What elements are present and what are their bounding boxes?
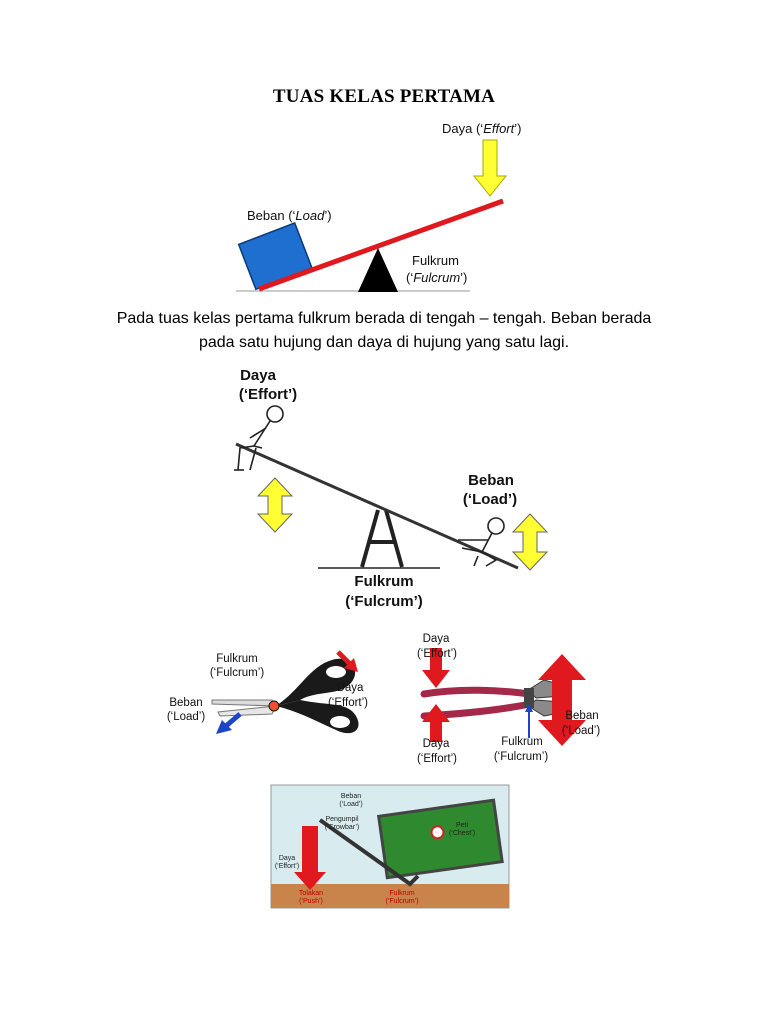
chest-keyhole bbox=[430, 825, 445, 840]
crowbar-effort-label-2: (‘Effort’) bbox=[274, 863, 300, 870]
seesaw-effort-label-1: Daya bbox=[240, 367, 276, 384]
double-arrow-right bbox=[511, 513, 549, 571]
pliers-load-label-2: (‘Load’) bbox=[561, 725, 601, 737]
crowbar-graphic bbox=[270, 784, 510, 909]
scissors-load-label-2: (‘Load’) bbox=[166, 711, 206, 723]
description-line-2: pada satu hujung dan daya di hujung yang… bbox=[198, 334, 570, 351]
person-load bbox=[458, 517, 505, 567]
scissors-effort-label-1: Daya bbox=[336, 682, 364, 694]
crowbar-chest-label-2: (‘Chest’) bbox=[448, 830, 476, 837]
description-line-1: Pada tuas kelas pertama fulkrum berada d… bbox=[116, 310, 652, 327]
pliers-handle-top bbox=[420, 686, 534, 698]
crowbar-fulcrum-label-2: (‘Fulcrum’) bbox=[385, 898, 419, 905]
crowbar-effort-label-1: Daya bbox=[278, 855, 296, 862]
chest bbox=[376, 798, 504, 880]
fulcrum-label-line2: (‘Fulcrum’) bbox=[406, 270, 468, 285]
crowbar-crowbar-label-2: (‘Crowbar’) bbox=[324, 824, 360, 831]
crowbar-push-label-2: (‘Push’) bbox=[299, 898, 323, 905]
seesaw-plank bbox=[235, 442, 519, 570]
scissors-load-arrow bbox=[224, 712, 242, 728]
effort-label: Daya (‘Effort’) bbox=[442, 121, 522, 136]
seesaw-fulcrum-label-1: Fulkrum bbox=[354, 573, 414, 590]
scissors-load-label-1: Beban bbox=[169, 697, 203, 709]
seesaw-graphic bbox=[234, 405, 549, 571]
scissors-blade-bottom bbox=[217, 705, 277, 717]
crowbar-bar bbox=[318, 818, 420, 887]
crowbar-chest-label-1: Peti bbox=[455, 822, 469, 829]
fulcrum-label-line1: Fulkrum bbox=[412, 253, 459, 268]
person-effort bbox=[234, 405, 284, 471]
crowbar-load-label-2: (‘Load’) bbox=[339, 801, 363, 808]
page-title: TUAS KELAS PERTAMA bbox=[272, 86, 496, 107]
seesaw-load-label-2: (‘Load’) bbox=[462, 491, 518, 508]
lever-bar bbox=[258, 198, 504, 292]
scissors-fulcrum-label-1: Fulkrum bbox=[216, 653, 258, 665]
pliers-fulcrum-label-1: Fulkrum bbox=[501, 736, 543, 748]
crowbar-crowbar-label-1: Pengumpil bbox=[325, 816, 359, 823]
seesaw-load-label-1: Beban bbox=[468, 472, 514, 489]
pliers-effort-top-label-2: (‘Effort’) bbox=[416, 648, 458, 660]
seesaw-effort-label-2: (‘Effort’) bbox=[238, 386, 298, 403]
pliers-load-arrow bbox=[538, 654, 586, 746]
seesaw-fulcrum-label-2: (‘Fulcrum’) bbox=[345, 593, 423, 610]
scissors-effort-label-2: (‘Effort’) bbox=[327, 697, 369, 709]
crowbar-fulcrum-label-1: Fulkrum bbox=[389, 890, 415, 897]
scissors-pivot bbox=[268, 700, 280, 712]
pliers-effort-arrow-top bbox=[422, 648, 450, 688]
pliers-graphic bbox=[420, 648, 586, 746]
load-label: Beban (‘Load’) bbox=[247, 208, 332, 223]
pliers-load-label-1: Beban bbox=[565, 710, 599, 722]
pliers-fulcrum-label-2: (‘Fulcrum’) bbox=[493, 751, 549, 763]
pliers-effort-bottom-label-2: (‘Effort’) bbox=[416, 753, 458, 765]
scissors-graphic bbox=[211, 650, 359, 734]
pliers-effort-top-label-1: Daya bbox=[422, 633, 450, 645]
pliers-effort-arrow-bottom bbox=[422, 704, 450, 742]
crowbar-push-arrow bbox=[294, 826, 326, 890]
seesaw-frame bbox=[360, 509, 404, 568]
crowbar-push-label-1: Tolakan bbox=[298, 890, 324, 897]
scissors-fulcrum-label-2: (‘Fulcrum’) bbox=[209, 667, 265, 679]
scissors-effort-arrow bbox=[336, 650, 352, 666]
effort-arrow bbox=[472, 139, 508, 197]
pliers-effort-bottom-label-1: Daya bbox=[422, 738, 450, 750]
lever-diagram-graphic bbox=[236, 139, 508, 292]
crowbar-load-label-1: Beban bbox=[340, 793, 362, 800]
double-arrow-left bbox=[256, 477, 294, 533]
fulcrum-triangle bbox=[358, 248, 398, 292]
